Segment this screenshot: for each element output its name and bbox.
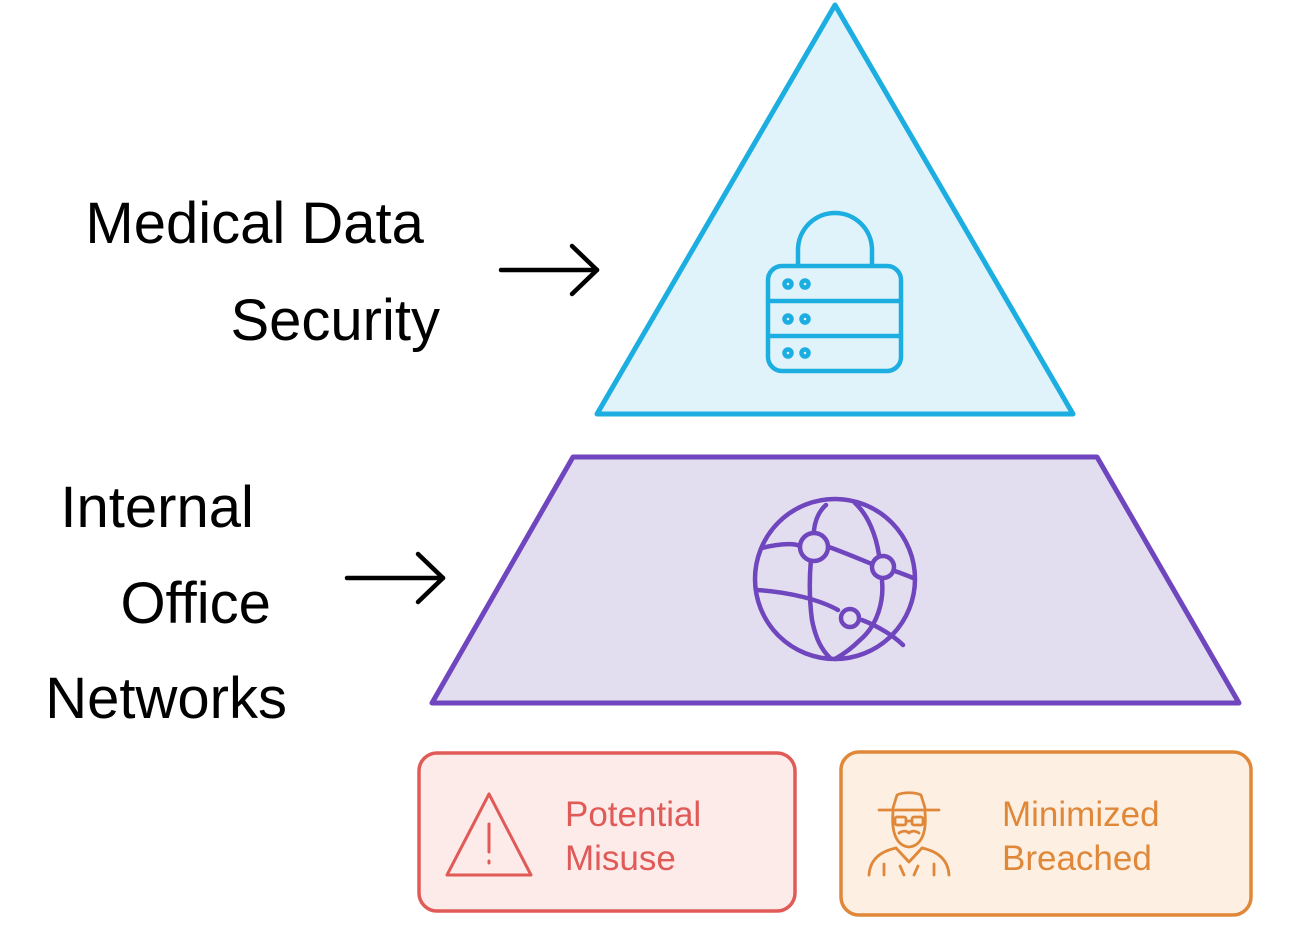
badge-box: [839, 750, 1253, 917]
layer-label-line-2: Security: [230, 288, 440, 353]
layer-label: Medical Data Security: [85, 191, 440, 353]
layer-label-line-3: Networks: [45, 666, 287, 731]
hacker-icon: [867, 791, 951, 877]
badge-label-line-2: Breached: [1002, 839, 1152, 878]
badge-label-line-1: Potential: [565, 795, 701, 834]
layer-label-line-1: Medical Data: [85, 191, 424, 256]
badge-box: [417, 751, 797, 913]
network-globe-icon: [752, 496, 918, 662]
badge-label-line-2: Misuse: [565, 839, 676, 878]
layer-label: Internal Office Networks: [45, 475, 287, 731]
layer-label-line-2: Office: [120, 571, 270, 636]
arrow-right-icon: [498, 243, 600, 297]
layer-medical-data-security: Medical Data Security: [85, 2, 1076, 417]
arrow-right-icon: [344, 551, 446, 605]
pyramid-middle-trapezoid: [429, 454, 1242, 706]
badge-label: Minimized Breached: [1002, 795, 1169, 878]
pyramid-top-triangle: [594, 2, 1076, 417]
warning-triangle-icon: [445, 792, 533, 877]
badge-potential-misuse: Potential Misuse: [417, 751, 797, 913]
badge-label-line-1: Minimized: [1002, 795, 1160, 834]
badge-minimized-breached: Minimized Breached: [839, 750, 1253, 917]
badge-label: Potential Misuse: [565, 795, 711, 878]
layer-label-line-1: Internal: [60, 475, 253, 540]
database-lock-icon: [765, 210, 904, 374]
layer-internal-office-networks: Internal Office Networks: [45, 454, 1242, 731]
